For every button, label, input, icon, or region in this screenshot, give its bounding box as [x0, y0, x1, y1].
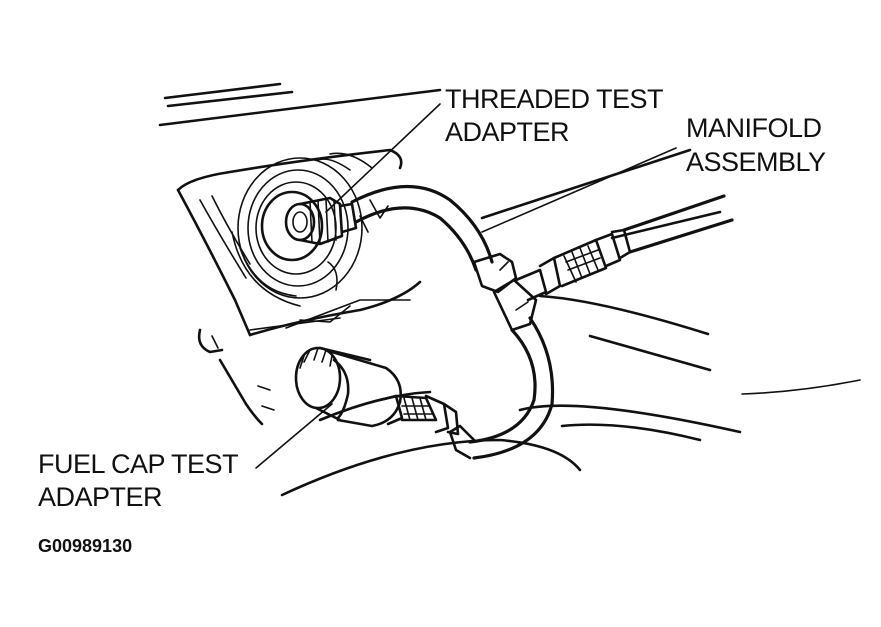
leader-manifold-assembly — [481, 147, 677, 233]
label-fuel-cap-test-adapter-line1: FUEL CAP TEST — [38, 449, 238, 479]
threaded-test-adapter — [284, 196, 358, 246]
leader-threaded-test-adapter — [325, 103, 441, 213]
label-manifold-assembly-line1: MANIFOLD — [686, 113, 822, 143]
label-threaded-test-adapter-line2: ADAPTER — [445, 117, 569, 147]
tee-fitting — [472, 252, 548, 332]
label-fuel-cap-test-adapter: FUEL CAP TEST ADAPTER — [38, 449, 245, 512]
label-manifold-assembly-line2: ASSEMBLY — [686, 147, 826, 177]
lower-hose — [448, 316, 555, 460]
manifold-assembly — [538, 194, 734, 296]
label-threaded-test-adapter: THREADED TEST ADAPTER — [445, 84, 670, 147]
leader-lines — [255, 103, 677, 469]
label-threaded-test-adapter-line1: THREADED TEST — [445, 84, 663, 114]
leader-fuel-cap-test-adapter — [255, 403, 333, 469]
figure-code: G00989130 — [38, 536, 132, 556]
upper-hose — [350, 184, 494, 272]
label-manifold-assembly: MANIFOLD ASSEMBLY — [686, 113, 829, 177]
fuel-cap-test-adapter — [294, 346, 460, 436]
label-fuel-cap-test-adapter-line2: ADAPTER — [38, 482, 162, 512]
